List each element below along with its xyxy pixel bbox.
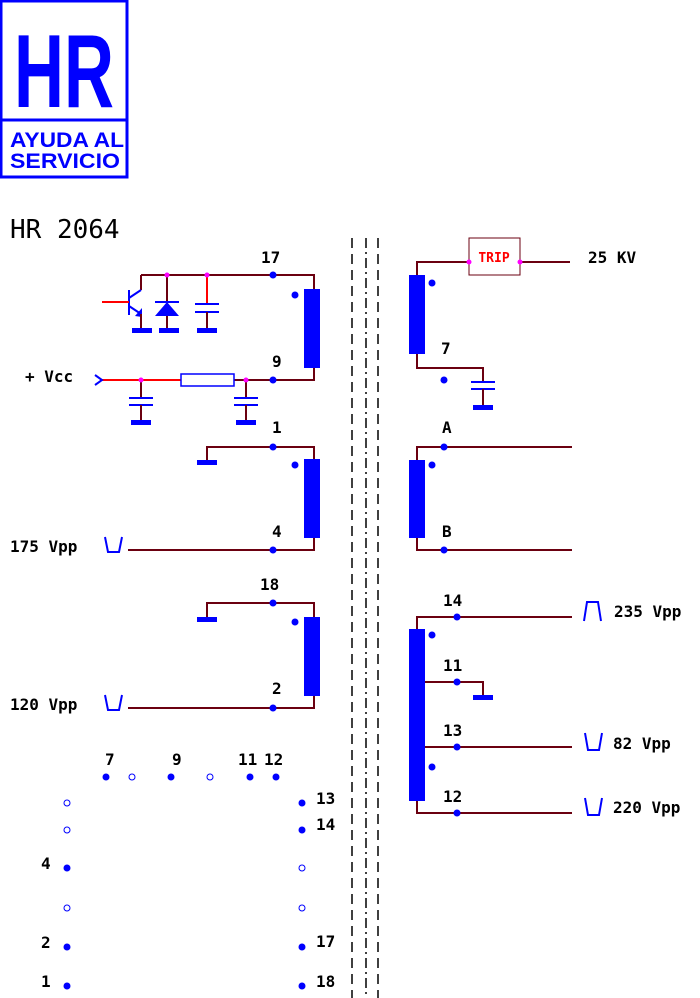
pulse-icon xyxy=(583,601,602,622)
winding-18-2: 18 2 120 Vpp xyxy=(10,575,320,714)
pulse-icon xyxy=(584,797,603,816)
transformer-core xyxy=(351,238,379,998)
winding-17-9: 17 9 + Vcc xyxy=(25,248,320,425)
damper-diode-icon xyxy=(155,275,179,333)
label: 4 xyxy=(41,854,51,873)
label: 18 xyxy=(316,972,335,991)
label: 9 xyxy=(172,750,182,769)
label: 2 xyxy=(41,933,51,952)
label: 13 xyxy=(316,789,335,808)
trip-box xyxy=(468,237,521,276)
label: 11 xyxy=(443,656,462,675)
label: 1 xyxy=(272,418,282,437)
label: 175 Vpp xyxy=(10,537,77,556)
label: AYUDA AL xyxy=(10,129,124,152)
winding-1-4: 1 4 175 Vpp xyxy=(10,418,320,556)
label: 18 xyxy=(260,575,279,594)
resistor-icon xyxy=(180,373,235,387)
label: TRIP xyxy=(478,251,509,266)
label: 120 Vpp xyxy=(10,695,77,714)
winding-a-b: A B xyxy=(409,418,572,554)
label: 4 xyxy=(272,522,282,541)
model-title: HR 2064 xyxy=(10,215,120,245)
vcc-label: + Vcc xyxy=(25,367,73,386)
label: 2 xyxy=(272,679,282,698)
pinout-diagram: 7 9 11 12 4 2 1 13 14 17 18 xyxy=(41,750,335,991)
hv-winding: TRIP 25 KV 7 xyxy=(409,237,637,410)
label: 1 xyxy=(41,972,51,991)
label: 25 KV xyxy=(588,248,637,267)
label: 14 xyxy=(316,815,335,834)
label: HR xyxy=(14,14,114,130)
capacitor-icon xyxy=(234,380,258,425)
label: A xyxy=(442,418,452,437)
label: 7 xyxy=(105,750,115,769)
label: 17 xyxy=(316,932,335,951)
pulse-icon xyxy=(104,536,123,553)
label: 13 xyxy=(443,721,462,740)
label: 11 xyxy=(238,750,257,769)
capacitor-icon xyxy=(129,380,153,425)
capacitor-icon xyxy=(195,275,219,333)
pulse-icon xyxy=(104,694,123,711)
label: 220 Vpp xyxy=(613,798,680,817)
transistor-icon xyxy=(102,275,152,333)
label: B xyxy=(442,522,452,541)
label: 17 xyxy=(261,248,280,267)
label: 7 xyxy=(441,339,451,358)
label: 12 xyxy=(443,787,462,806)
label: 235 Vpp xyxy=(614,602,681,621)
label: SERVICIO xyxy=(10,150,120,173)
label: 12 xyxy=(264,750,283,769)
hr-logo: HR AYUDA AL SERVICIO xyxy=(0,0,129,179)
winding-14-12: 14 11 13 12 235 Vpp 82 Vpp 220 Vpp xyxy=(409,591,681,817)
label: 9 xyxy=(272,352,282,371)
label: 14 xyxy=(443,591,462,610)
label: 82 Vpp xyxy=(613,734,671,753)
pulse-icon xyxy=(584,732,603,751)
